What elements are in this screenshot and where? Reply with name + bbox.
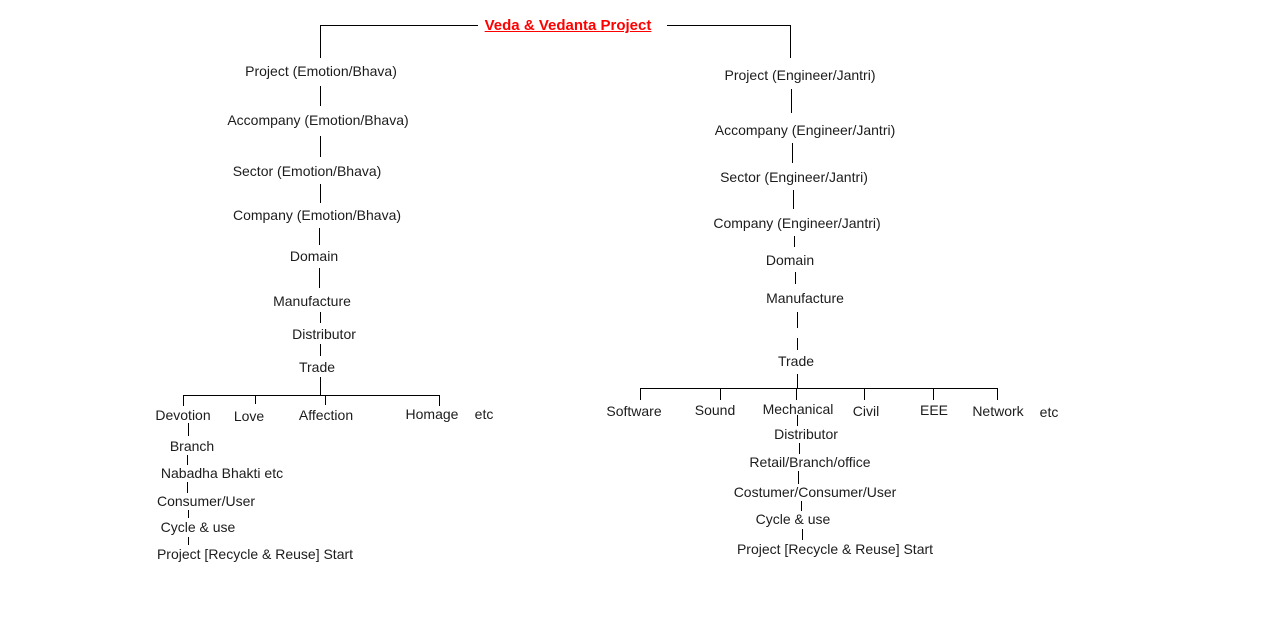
- connector-line: [797, 338, 798, 350]
- connector-line: [933, 388, 934, 400]
- connector-line: [255, 395, 256, 404]
- connector-line: [720, 388, 721, 400]
- node-nabadha-bhakti: Nabadha Bhakti etc: [160, 465, 284, 481]
- node-manufacture-left: Manufacture: [273, 293, 351, 309]
- branch-eee: EEE: [919, 402, 949, 418]
- connector-line: [320, 184, 321, 203]
- node-sector-emotion: Sector (Emotion/Bhava): [232, 163, 382, 179]
- connector-line: [319, 228, 320, 245]
- branch-devotion: Devotion: [155, 407, 211, 423]
- connector-line: [864, 388, 865, 400]
- branch-love: Love: [233, 408, 265, 424]
- connector-line: [187, 482, 188, 493]
- branch-bar-right: [640, 388, 997, 389]
- node-company-emotion: Company (Emotion/Bhava): [232, 207, 402, 223]
- branch-civil: Civil: [852, 403, 880, 419]
- connector-line: [793, 190, 794, 209]
- connector-line: [795, 272, 796, 284]
- connector-line: [802, 529, 803, 540]
- branch-mechanical: Mechanical: [762, 401, 834, 417]
- connector-line: [188, 423, 189, 436]
- connector-line: [791, 89, 792, 113]
- node-distributor-left: Distributor: [292, 326, 356, 342]
- branch-bar-left: [183, 395, 440, 396]
- connector-line: [320, 25, 321, 58]
- connector-line: [794, 236, 795, 247]
- node-accompany-engineer: Accompany (Engineer/Jantri): [714, 122, 896, 138]
- connector-line: [797, 415, 798, 426]
- connector-line: [320, 344, 321, 356]
- connector-line: [796, 388, 797, 400]
- node-retail-branch-office: Retail/Branch/office: [749, 454, 871, 470]
- node-trade-right: Trade: [777, 353, 815, 369]
- node-domain-right: Domain: [765, 252, 815, 268]
- node-branch: Branch: [169, 438, 215, 454]
- node-project-restart-left: Project [Recycle & Reuse] Start: [156, 546, 354, 562]
- connector-line: [320, 86, 321, 106]
- connector-line: [439, 395, 440, 406]
- node-consumer-user: Consumer/User: [156, 493, 256, 509]
- branch-network: Network: [972, 403, 1024, 419]
- connector-line: [188, 537, 189, 545]
- connector-line: [801, 501, 802, 511]
- connector-line: [320, 312, 321, 323]
- connector-line: [799, 443, 800, 454]
- connector-line: [667, 25, 790, 26]
- node-trade-left: Trade: [298, 359, 336, 375]
- connector-line: [188, 510, 189, 518]
- connector-line: [797, 374, 798, 388]
- connector-line: [325, 395, 326, 405]
- connector-line: [320, 377, 321, 395]
- connector-line: [183, 395, 184, 406]
- node-project-emotion: Project (Emotion/Bhava): [245, 63, 397, 79]
- branch-software: Software: [606, 403, 662, 419]
- connector-line: [997, 388, 998, 400]
- connector-line: [320, 25, 478, 26]
- node-sector-engineer: Sector (Engineer/Jantri): [720, 169, 868, 185]
- branch-affection: Affection: [298, 407, 354, 423]
- connector-line: [790, 25, 791, 58]
- branch-sound: Sound: [694, 402, 736, 418]
- node-accompany-emotion: Accompany (Emotion/Bhava): [227, 112, 409, 128]
- connector-line: [320, 136, 321, 157]
- node-project-engineer: Project (Engineer/Jantri): [724, 67, 876, 83]
- diagram-title: Veda & Vedanta Project: [484, 17, 652, 34]
- node-cycle-use-left: Cycle & use: [160, 519, 236, 535]
- connector-line: [798, 471, 799, 484]
- node-manufacture-right: Manufacture: [766, 290, 844, 306]
- node-cycle-use-right: Cycle & use: [755, 511, 831, 527]
- connector-line: [187, 455, 188, 465]
- connector-line: [797, 312, 798, 328]
- node-company-engineer: Company (Engineer/Jantri): [713, 215, 881, 231]
- branch-homage: Homage: [405, 406, 459, 422]
- branch-etc-right: etc: [1039, 404, 1059, 420]
- node-domain-left: Domain: [289, 248, 339, 264]
- node-costumer-consumer-user: Costumer/Consumer/User: [733, 484, 897, 500]
- connector-line: [640, 388, 641, 400]
- node-project-restart-right: Project [Recycle & Reuse] Start: [736, 541, 934, 557]
- connector-line: [319, 268, 320, 288]
- node-distributor-right: Distributor: [774, 426, 838, 442]
- connector-line: [792, 143, 793, 163]
- branch-etc-left: etc: [474, 406, 494, 422]
